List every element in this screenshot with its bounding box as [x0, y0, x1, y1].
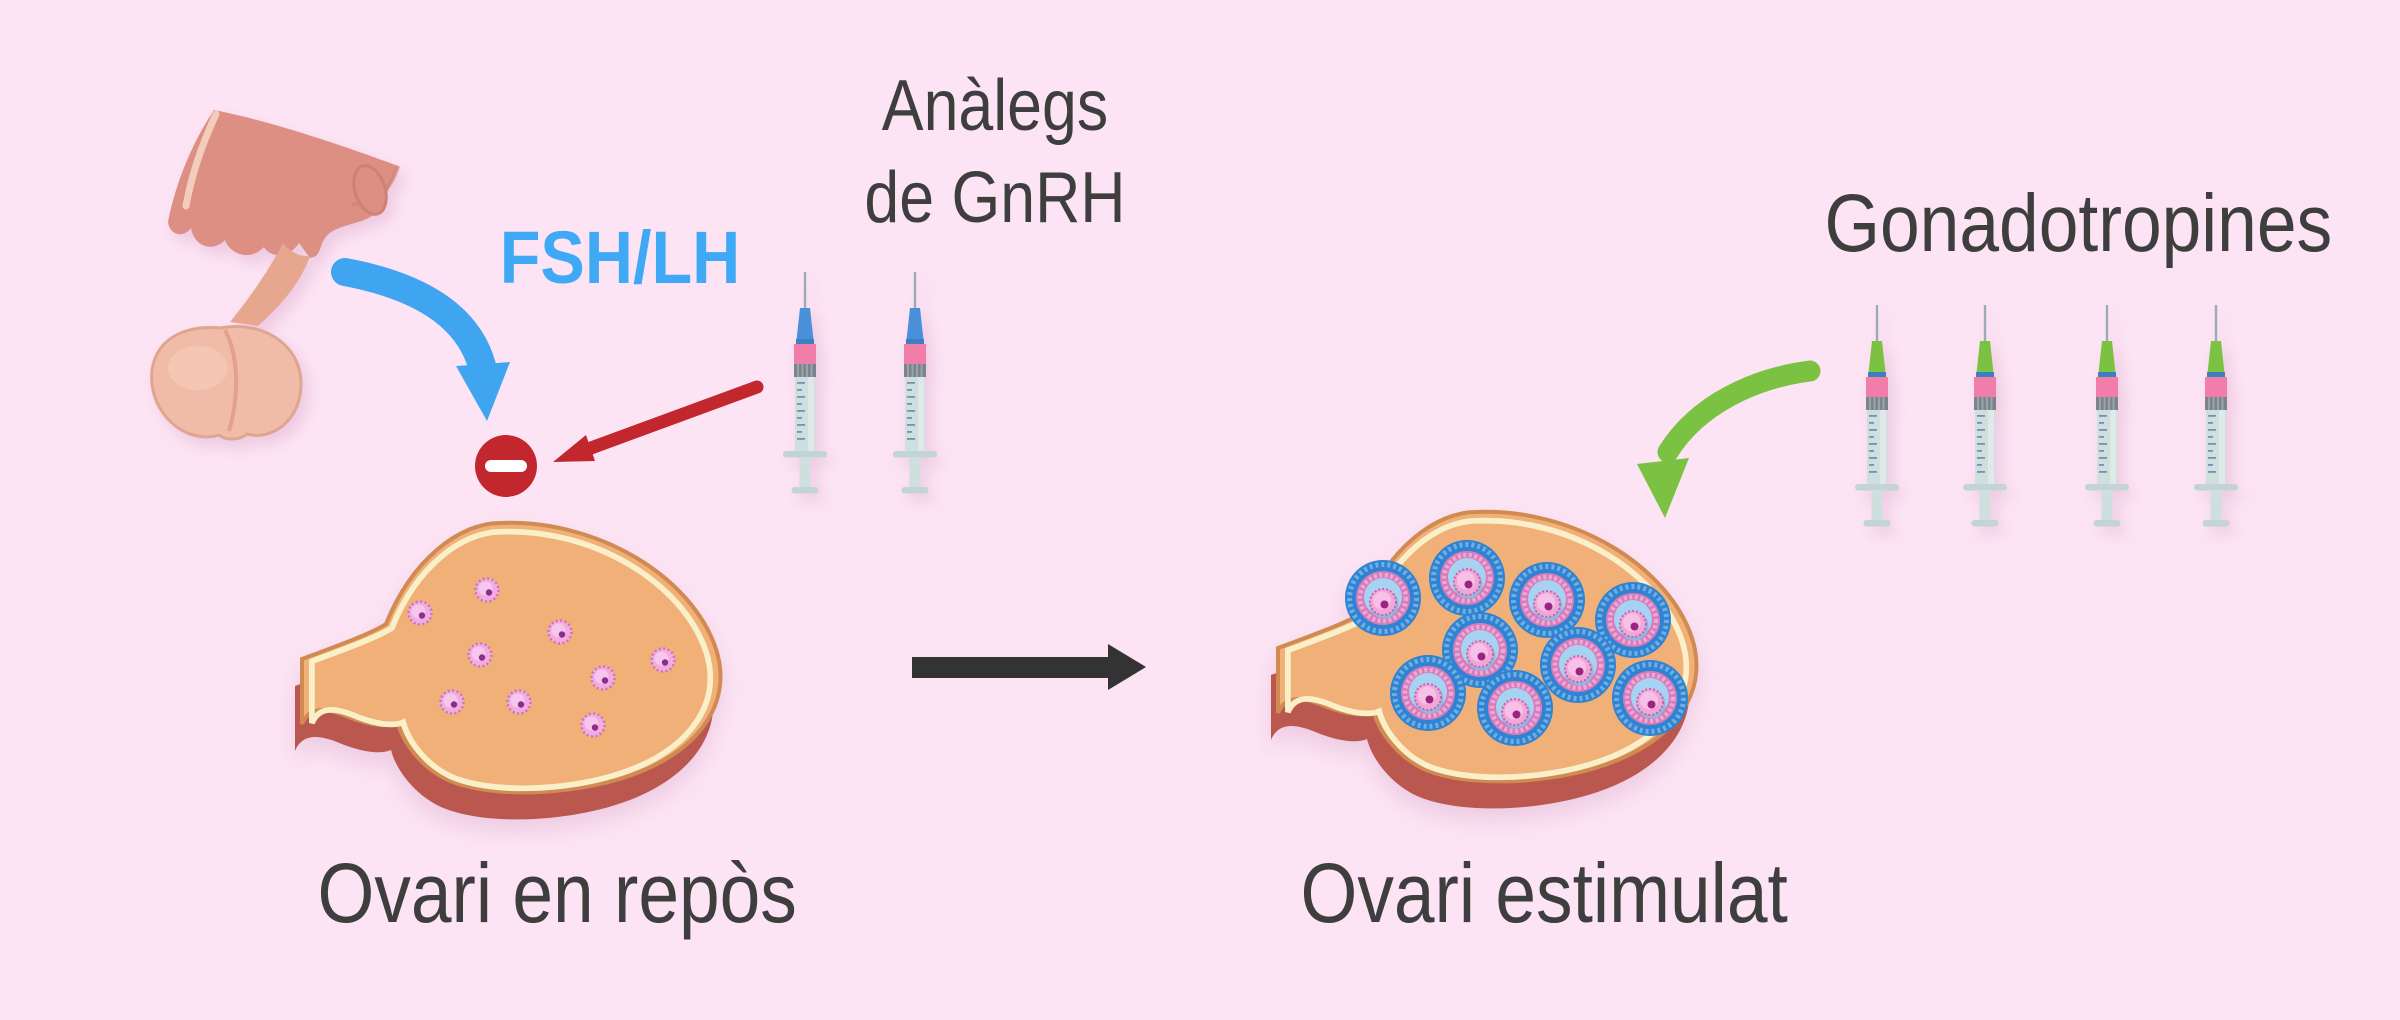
- gonadotropin-syringe-icon: [1855, 305, 1899, 527]
- gonadotropin-syringe-icon: [2085, 305, 2129, 527]
- transition-arrow: [912, 644, 1146, 690]
- large-follicle-icon: [1477, 670, 1553, 746]
- resting-ovary-caption: Ovari en repòs: [317, 846, 797, 940]
- resting-ovary-illustration: [295, 523, 720, 820]
- gnrh-analogs-label: Anàlegs de GnRH: [821, 60, 1169, 244]
- pituitary-lobes: [150, 325, 303, 441]
- small-follicle-icon: [580, 712, 606, 738]
- large-follicle-icon: [1540, 627, 1616, 703]
- stimulated-ovary-caption: Ovari estimulat: [1300, 846, 1788, 940]
- gnrh-syringe-icon: [783, 272, 827, 494]
- small-follicle-icon: [650, 647, 676, 673]
- stimulated-ovary-illustration: [1271, 512, 1696, 809]
- fsh-lh-arrow: [331, 258, 510, 421]
- gnrh-analogs-label-line2: de GnRH: [864, 158, 1126, 238]
- gonadotropins-arrow: [1637, 360, 1821, 518]
- small-follicle-icon: [506, 689, 532, 715]
- gnrh-inhibition-arrow: [553, 380, 764, 462]
- small-follicle-icon: [467, 642, 493, 668]
- pituitary-gland-illustration: [150, 110, 400, 441]
- small-follicle-icon: [439, 689, 465, 715]
- pituitary-stalk: [230, 243, 310, 326]
- gonadotropins-label: Gonadotropines: [1824, 178, 2333, 269]
- gonadotropin-syringe-icon: [1963, 305, 2007, 527]
- large-follicle-icon: [1429, 540, 1505, 616]
- fsh-lh-label: FSH/LH: [499, 216, 741, 299]
- inhibition-minus-icon: [475, 435, 537, 497]
- gnrh-syringe-icon: [893, 272, 937, 494]
- gnrh-analogs-label-line1: Anàlegs: [881, 66, 1109, 146]
- small-follicle-icon: [474, 577, 500, 603]
- large-follicle-icon: [1390, 655, 1466, 731]
- small-follicle-icon: [590, 665, 616, 691]
- large-follicle-icon: [1345, 560, 1421, 636]
- small-follicle-icon: [407, 600, 433, 626]
- gonadotropin-syringe-icon: [2194, 305, 2238, 527]
- large-follicle-icon: [1612, 660, 1688, 736]
- small-follicle-icon: [547, 619, 573, 645]
- large-follicle-icon: [1509, 562, 1585, 638]
